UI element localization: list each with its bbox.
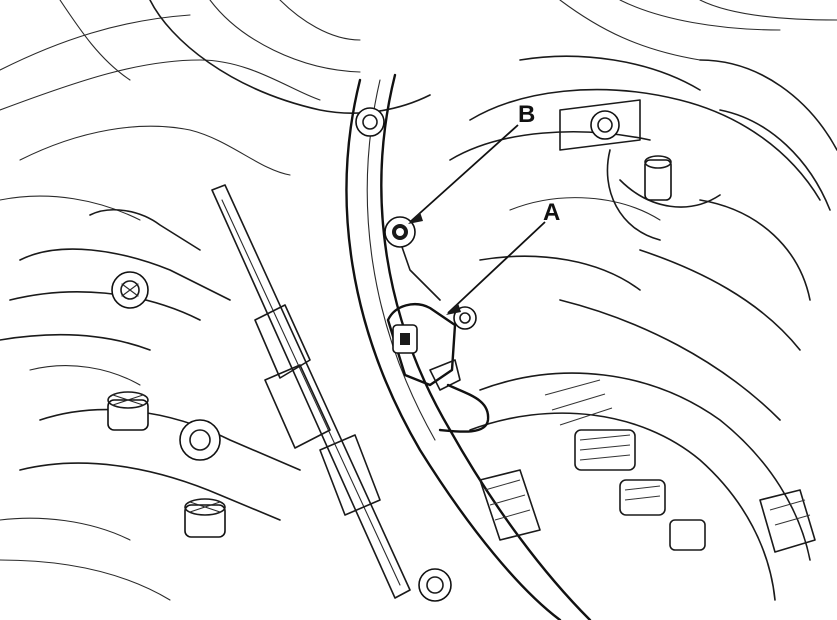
arrowhead-a xyxy=(446,303,461,315)
callout-label-b: B xyxy=(518,101,535,128)
bolt-top-center xyxy=(559,99,641,151)
leader-line-b xyxy=(409,124,519,223)
sensor-connector xyxy=(386,303,461,391)
knuckle-body xyxy=(449,0,837,421)
bolt-cluster-lower-left xyxy=(107,391,226,538)
leader-line-a xyxy=(447,221,546,314)
callout-b: B xyxy=(408,101,535,224)
stabilizer-link xyxy=(211,184,452,602)
bolt-upper-left xyxy=(111,271,149,309)
callout-label-a: A xyxy=(543,199,560,226)
caliper-ribs xyxy=(469,372,816,601)
arrowhead-b xyxy=(408,212,423,224)
callout-a: A xyxy=(446,199,560,315)
left-control-arm xyxy=(0,209,301,601)
strut-arm xyxy=(345,73,592,620)
wheel-speed-sensor xyxy=(384,216,490,433)
stud-right xyxy=(606,149,721,241)
upper-left-panel xyxy=(0,0,431,221)
sensor-bolt xyxy=(384,216,416,248)
bolt-strut-top xyxy=(355,107,385,137)
